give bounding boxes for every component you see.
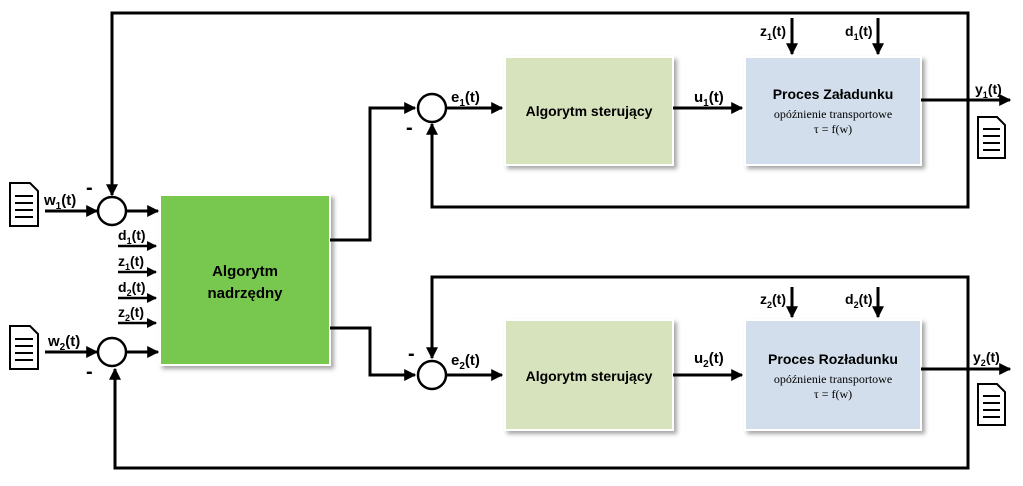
sum-junction-e2 bbox=[416, 359, 448, 391]
master-to-sum-e1-line bbox=[330, 102, 417, 242]
process-2-subtitle: opóźnienie transportowe bbox=[774, 372, 892, 386]
controller-1-label: Algorytm sterujący bbox=[526, 103, 653, 119]
d2-input-label: d2(t) bbox=[118, 279, 146, 298]
process-1-title: Proces Załadunku bbox=[773, 86, 894, 102]
document-icon-w1 bbox=[9, 182, 39, 227]
outer-feedback-bottom bbox=[109, 367, 970, 470]
u2-label: u2(t) bbox=[694, 350, 724, 370]
e1-label: e1(t) bbox=[451, 89, 480, 109]
inner-feedback-top bbox=[426, 100, 970, 209]
process-1-block bbox=[744, 56, 922, 166]
controller-2-label: Algorytm sterujący bbox=[526, 368, 653, 384]
w1-label: w1(t) bbox=[43, 192, 76, 212]
master-block bbox=[159, 194, 331, 366]
minus-sign-e2: - bbox=[408, 343, 415, 365]
z1-process-label: z1(t) bbox=[760, 23, 786, 42]
process-2-formula: τ = f(w) bbox=[814, 387, 852, 401]
minus-sign-e1: - bbox=[406, 117, 413, 139]
minus-sign-w2: - bbox=[86, 361, 93, 383]
d1-input-label: d1(t) bbox=[118, 227, 146, 246]
controller-1-block bbox=[504, 56, 674, 166]
master-to-sum-e2-line bbox=[330, 326, 417, 381]
document-icon-y1 bbox=[977, 116, 1006, 159]
y1-label: y1(t) bbox=[975, 81, 1002, 100]
y2-label: y2(t) bbox=[973, 349, 1000, 368]
d2-process-label: d2(t) bbox=[845, 291, 873, 310]
process-2-title: Proces Rozładunku bbox=[768, 351, 898, 367]
process-1-formula: τ = f(w) bbox=[814, 122, 852, 136]
process-1-subtitle: opóźnienie transportowe bbox=[774, 107, 892, 121]
sum-junction-w1 bbox=[96, 195, 128, 227]
w2-label: w2(t) bbox=[47, 333, 80, 353]
document-icon-w2 bbox=[9, 325, 39, 370]
z2-input-label: z2(t) bbox=[118, 304, 144, 323]
controller-2-block bbox=[504, 319, 674, 431]
z2-process-label: z2(t) bbox=[760, 291, 786, 310]
master-label-1: Algorytm bbox=[212, 263, 278, 280]
inner-feedback-bottom bbox=[426, 275, 970, 369]
minus-sign-w1: - bbox=[86, 177, 93, 199]
d1-process-label: d1(t) bbox=[845, 23, 873, 42]
u1-label: u1(t) bbox=[694, 89, 724, 109]
master-label-2: nadrzędny bbox=[207, 285, 283, 302]
document-icon-y2 bbox=[977, 383, 1006, 426]
z1-input-label: z1(t) bbox=[118, 253, 144, 272]
outer-feedback-top bbox=[106, 11, 970, 197]
process-2-block bbox=[744, 319, 922, 431]
sum-junction-w2 bbox=[96, 336, 128, 368]
e2-label: e2(t) bbox=[451, 352, 480, 372]
sum-junction-e1 bbox=[416, 92, 448, 124]
